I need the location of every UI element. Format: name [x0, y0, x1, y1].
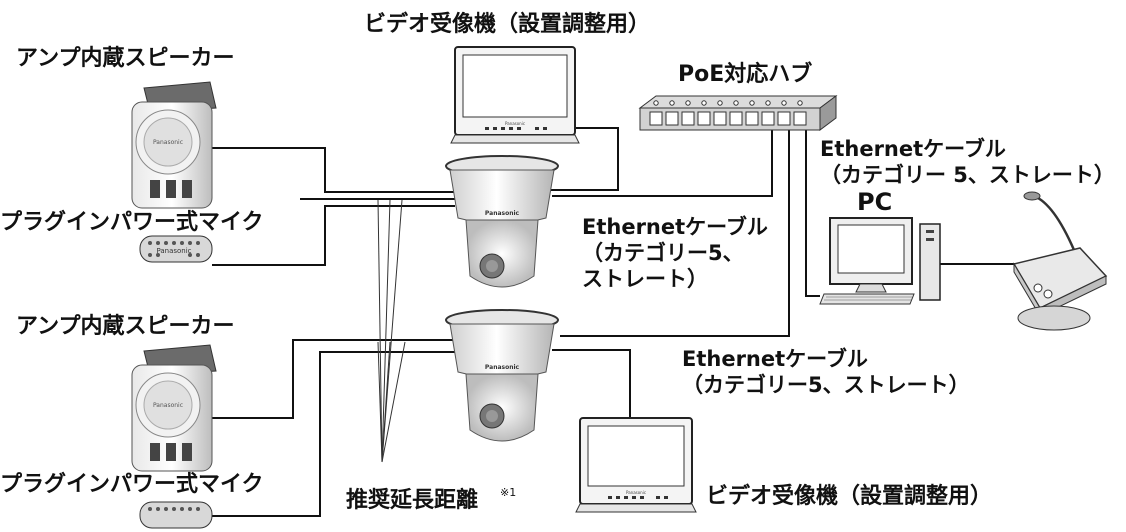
cable-mid-line3: ストレート） [582, 267, 708, 291]
microphone-label-bottom: プラグインパワー式マイク [0, 472, 264, 497]
microphone-icon: Panasonic [139, 235, 213, 263]
cable-monitor-top [546, 127, 619, 191]
cable-hub-camera1 [552, 128, 773, 197]
cable-monitor-bottom [552, 349, 631, 420]
cable-hub-pc [805, 128, 820, 297]
ethernet-cable-label-bottom: Ethernetケーブル （カテゴリー5、ストレート） [682, 346, 970, 398]
cable-mid-line1: Ethernetケーブル [582, 215, 768, 239]
svg-text:Panasonic: Panasonic [153, 402, 183, 409]
svg-text:Panasonic: Panasonic [153, 139, 183, 146]
speaker-icon: Panasonic [131, 81, 217, 209]
pc-label: PC [857, 188, 893, 216]
svg-text:Panasonic: Panasonic [156, 247, 191, 255]
cable-hub-camera2 [560, 128, 790, 337]
svg-text:Panasonic: Panasonic [485, 210, 520, 217]
monitor-icon: Panasonic [575, 417, 697, 513]
recommended-distance-label: 推奨延長距離 [346, 488, 479, 513]
ptz-camera-icon: Panasonic [445, 309, 559, 442]
poe-hub-icon [638, 95, 838, 131]
cable-mid-line2: （カテゴリー5、 [582, 241, 744, 265]
speaker-icon: Panasonic [131, 344, 217, 472]
speaker-label-top: アンプ内蔵スピーカー [16, 46, 235, 71]
microphone-icon [139, 501, 213, 529]
footnote-mark: ※1 [500, 486, 517, 499]
cable-mic2 [212, 351, 455, 517]
svg-text:Panasonic: Panasonic [485, 364, 520, 371]
poe-hub-label: PoE対応ハブ [678, 62, 813, 87]
cable-speaker2 [212, 339, 455, 419]
cable-right-line1: Ethernetケーブル [820, 137, 1006, 161]
ethernet-cable-label-middle: Ethernetケーブル （カテゴリー5、 ストレート） [582, 214, 768, 292]
desk-microphone-icon [1012, 191, 1108, 331]
cable-bottom-line2: （カテゴリー5、ストレート） [682, 373, 970, 397]
cable-bottom-line1: Ethernetケーブル [682, 347, 868, 371]
speaker-label-bottom: アンプ内蔵スピーカー [16, 314, 235, 339]
cable-speaker1 [210, 147, 455, 193]
ptz-camera-icon: Panasonic [445, 155, 559, 288]
cables [210, 127, 1020, 517]
distance-indicator [377, 199, 406, 463]
microphone-label-top: プラグインパワー式マイク [0, 210, 264, 235]
video-receiver-label-bottom: ビデオ受像機（設置調整用） [706, 484, 993, 509]
ethernet-cable-label-right: Ethernetケーブル （カテゴリー 5、ストレート） [820, 136, 1115, 188]
svg-text:Panasonic: Panasonic [505, 121, 525, 126]
cable-right-line2: （カテゴリー 5、ストレート） [820, 163, 1115, 187]
monitor-icon: Panasonic [450, 46, 580, 144]
pc-icon [819, 217, 941, 305]
svg-text:Panasonic: Panasonic [626, 490, 646, 495]
video-receiver-label-top: ビデオ受像機（設置調整用） [364, 12, 651, 37]
